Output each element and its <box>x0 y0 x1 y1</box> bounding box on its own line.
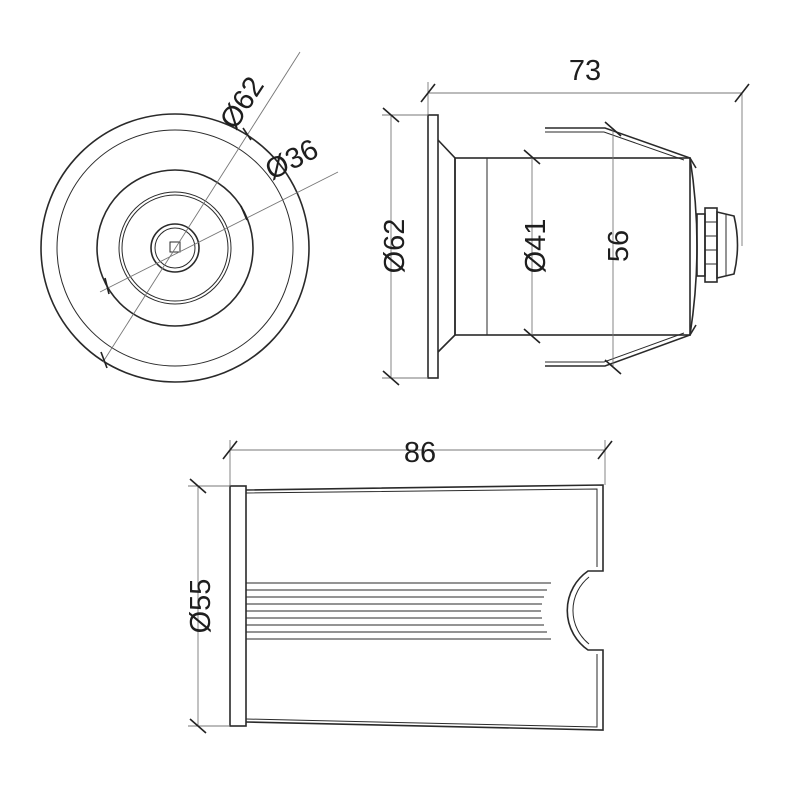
sleeve-view: 86 Ø55 <box>185 437 613 734</box>
sleeve-dimension-tick <box>597 440 613 460</box>
side-view: 73 Ø62 Ø41 56 <box>379 55 750 386</box>
side-total-length-label: 73 <box>569 55 601 87</box>
side-dimension-tick <box>604 359 622 375</box>
front-outer-ring <box>40 113 310 383</box>
side-dimension-tick <box>523 328 541 344</box>
front-dimension-line-outer <box>102 51 301 363</box>
side-dimension-tick <box>382 107 400 123</box>
front-dimension-tick <box>240 205 248 221</box>
sleeve-dimension-tick <box>189 718 207 734</box>
sleeve-dimension-tick <box>222 440 238 460</box>
side-clip-bottom-inner <box>545 332 685 363</box>
sleeve-diameter-label: Ø55 <box>185 579 217 634</box>
sleeve-length-label: 86 <box>404 437 436 469</box>
front-center-hub-inner <box>154 227 196 269</box>
front-lens-inner <box>121 194 229 302</box>
front-lens-ring <box>118 191 232 305</box>
front-outer-diameter-label: Ø62 <box>214 71 271 134</box>
sleeve-dimension-tick <box>189 478 207 494</box>
front-dimension-tick <box>100 351 108 369</box>
side-clip-span-label: 56 <box>603 230 635 262</box>
side-body-cap <box>689 157 698 336</box>
front-dimension-tick <box>104 277 110 295</box>
side-body <box>454 157 691 336</box>
front-view: Ø62 Ø36 <box>40 51 339 383</box>
side-flange-taper <box>437 139 456 353</box>
sleeve-ribs <box>246 582 551 640</box>
side-clip-top <box>545 127 697 169</box>
front-dimension-tick <box>242 127 252 141</box>
sleeve-slot-inner <box>572 576 590 645</box>
front-flange-ring <box>56 129 294 367</box>
side-clip-bottom <box>545 324 697 367</box>
front-dimension-line-inner <box>99 171 339 293</box>
front-center-hub <box>150 223 200 273</box>
front-center-square <box>169 241 181 253</box>
side-dimension-tick <box>734 83 750 103</box>
side-clip-top-inner <box>545 131 685 161</box>
sleeve-flange <box>229 485 247 727</box>
side-dimension-tick <box>523 149 541 165</box>
side-dimension-tick <box>604 121 622 137</box>
front-inner-diameter-label: Ø36 <box>260 133 323 186</box>
side-body-diameter-label: Ø41 <box>520 219 552 274</box>
side-dimension-tick <box>420 83 436 103</box>
sleeve-body-outline <box>245 484 604 731</box>
sleeve-body-inner-outline <box>245 488 598 728</box>
side-flange <box>427 114 439 379</box>
front-lens-outer <box>96 169 254 327</box>
side-dimension-tick <box>382 370 400 386</box>
side-flange-diameter-label: Ø62 <box>379 219 411 274</box>
cable-gland <box>696 207 739 283</box>
